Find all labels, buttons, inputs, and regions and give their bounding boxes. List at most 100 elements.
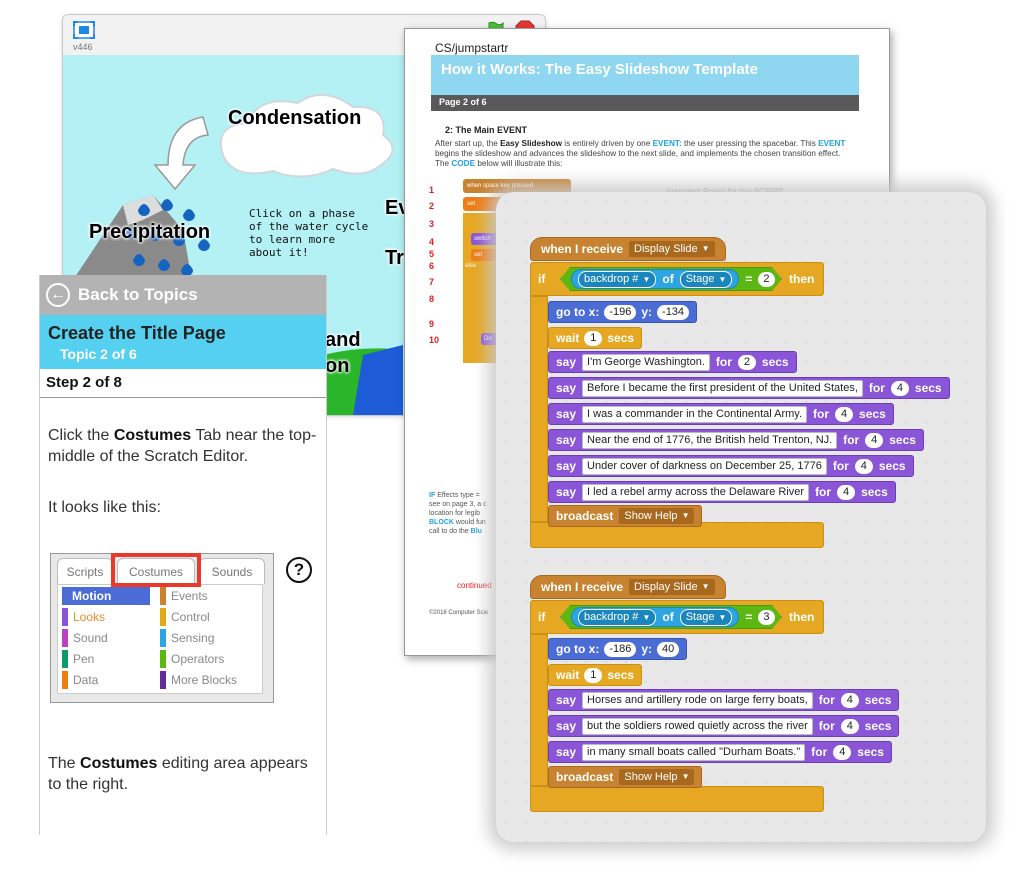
color-swatch xyxy=(62,671,68,689)
collection-label-line1[interactable]: and xyxy=(325,329,361,351)
tutorial-header: Create the Title Page Topic 2 of 6 xyxy=(40,315,326,369)
back-arrow-icon: ← xyxy=(46,283,70,307)
category-operators: Operators xyxy=(160,650,252,668)
costumes-tab-highlight xyxy=(111,553,201,587)
say-text-input[interactable]: Near the end of 1776, the British held T… xyxy=(582,431,838,449)
instruction-text: Click the Costumes Tab near the top-midd… xyxy=(48,425,320,467)
say-for-secs-block[interactable]: say I was a commander in the Continental… xyxy=(548,403,894,425)
doc-continued: continued xyxy=(457,581,492,590)
category-label: More Blocks xyxy=(171,673,238,687)
say-label: say xyxy=(556,719,577,733)
doc-important-points: Important Points for this SCRIPT: xyxy=(667,187,784,196)
wait-label: wait xyxy=(556,668,580,682)
doc-text: the user pressing the spacebar. This xyxy=(683,139,816,148)
transpiration-label[interactable]: Tr xyxy=(385,247,404,269)
wait-input[interactable]: 1 xyxy=(584,667,603,683)
say-text-input[interactable]: I'm George Washington. xyxy=(582,353,710,371)
when-i-receive-block[interactable]: when I receive Display Slide▼ xyxy=(530,237,726,261)
compare-value-input[interactable]: 3 xyxy=(758,610,774,625)
back-to-topics-button[interactable]: ← Back to Topics xyxy=(40,275,326,315)
scripts-area[interactable]: when I receive Display Slide▼ if then ba… xyxy=(496,192,986,842)
say-text-input[interactable]: in many small boats called "Durham Boats… xyxy=(582,743,806,761)
category-label: Control xyxy=(171,610,210,624)
broadcast-message-dropdown[interactable]: Show Help▼ xyxy=(619,508,695,524)
attribute-name: backdrop # xyxy=(584,610,639,623)
say-text-input[interactable]: I was a commander in the Continental Arm… xyxy=(582,405,808,423)
category-label: Data xyxy=(73,673,99,687)
outro-text: The Costumes editing area appears to the… xyxy=(48,753,320,795)
y-input[interactable]: -134 xyxy=(657,304,690,320)
stage-hint-text: Click on a phase of the water cycle to l… xyxy=(249,207,369,259)
say-for-secs-block[interactable]: say in many small boats called "Durham B… xyxy=(548,741,892,763)
say-for-secs-block[interactable]: say Horses and artillery rode on large f… xyxy=(548,689,900,711)
for-label: for xyxy=(843,433,860,447)
say-text-input[interactable]: Horses and artillery rode on large ferry… xyxy=(582,691,813,709)
hat-label: when I receive xyxy=(541,242,624,256)
backdrop-sensing-block[interactable]: backdrop #▼ of Stage▼ xyxy=(571,269,739,289)
color-swatch xyxy=(160,650,166,668)
help-icon[interactable]: ? xyxy=(286,557,312,583)
secs-input[interactable]: 4 xyxy=(833,744,852,760)
secs-input[interactable]: 4 xyxy=(840,718,859,734)
collection-label-line2[interactable]: on xyxy=(325,355,350,377)
secs-input[interactable]: 4 xyxy=(840,692,859,708)
color-swatch xyxy=(62,650,68,668)
hat-label: when I receive xyxy=(541,580,624,594)
secs-label: secs xyxy=(607,331,635,345)
wait-input[interactable]: 1 xyxy=(584,330,603,346)
precipitation-label[interactable]: Precipitation xyxy=(89,221,211,243)
x-input[interactable]: -186 xyxy=(604,641,637,657)
say-for-secs-block[interactable]: say I'm George Washington. for 2 secs xyxy=(548,351,797,373)
object-dropdown[interactable]: Stage▼ xyxy=(680,271,733,288)
step-counter: Step 2 of 8 xyxy=(46,374,122,391)
outro-bold: Costumes xyxy=(80,755,158,772)
condensation-label[interactable]: Condensation xyxy=(228,107,362,129)
secs-input[interactable]: 4 xyxy=(865,432,884,448)
say-for-secs-block[interactable]: say Under cover of darkness on December … xyxy=(548,455,914,477)
y-input[interactable]: 40 xyxy=(657,641,680,657)
go-to-xy-block[interactable]: go to x: -196 y: -134 xyxy=(548,301,698,323)
message-name: Show Help xyxy=(624,771,678,783)
broadcast-block[interactable]: broadcast Show Help▼ xyxy=(548,766,703,788)
say-text-input[interactable]: but the soldiers rowed quietly across th… xyxy=(582,717,813,735)
version-label: v446 xyxy=(73,42,93,52)
doc-keyword: EVENT xyxy=(818,139,846,148)
say-for-secs-block[interactable]: say Near the end of 1776, the British he… xyxy=(548,429,924,451)
secs-label: secs xyxy=(861,485,888,499)
go-to-xy-block[interactable]: go to x: -186 y: 40 xyxy=(548,638,688,660)
evaporation-label[interactable]: Ev xyxy=(385,197,410,219)
attribute-dropdown[interactable]: backdrop #▼ xyxy=(578,271,656,288)
fullscreen-icon[interactable] xyxy=(73,21,95,39)
doc-keyword: CODE xyxy=(451,159,476,168)
equals-operator-block[interactable]: backdrop #▼ of Stage▼ = 3 xyxy=(560,605,782,629)
attribute-dropdown[interactable]: backdrop #▼ xyxy=(578,609,656,626)
broadcast-block[interactable]: broadcast Show Help▼ xyxy=(548,505,703,527)
equals-operator-block[interactable]: backdrop #▼ of Stage▼ = 2 xyxy=(560,267,782,291)
say-text-input[interactable]: Before I became the first president of t… xyxy=(582,379,863,397)
backdrop-sensing-block[interactable]: backdrop #▼ of Stage▼ xyxy=(571,607,739,627)
x-input[interactable]: -196 xyxy=(604,304,637,320)
secs-input[interactable]: 4 xyxy=(854,458,873,474)
wait-block[interactable]: wait 1 secs xyxy=(548,664,643,686)
say-for-secs-block[interactable]: say Before I became the first president … xyxy=(548,377,950,399)
tutorial-title: Create the Title Page xyxy=(48,323,226,343)
object-dropdown[interactable]: Stage▼ xyxy=(680,609,733,626)
if-block-arm xyxy=(530,296,548,522)
secs-label: secs xyxy=(864,693,892,707)
say-text-input[interactable]: Under cover of darkness on December 25, … xyxy=(582,457,827,475)
compare-value-input[interactable]: 2 xyxy=(758,272,774,287)
wait-block[interactable]: wait 1 secs xyxy=(548,327,643,349)
say-for-secs-block[interactable]: say but the soldiers rowed quietly acros… xyxy=(548,715,900,737)
object-name: Stage xyxy=(685,272,715,285)
when-i-receive-block[interactable]: when I receive Display Slide▼ xyxy=(530,575,726,599)
say-for-secs-block[interactable]: say I led a rebel army across the Delawa… xyxy=(548,481,896,503)
say-text-input[interactable]: I led a rebel army across the Delaware R… xyxy=(582,483,810,501)
secs-input[interactable]: 2 xyxy=(737,354,756,370)
broadcast-message-dropdown[interactable]: Show Help▼ xyxy=(619,769,695,785)
message-dropdown[interactable]: Display Slide▼ xyxy=(629,579,715,595)
secs-input[interactable]: 4 xyxy=(837,484,856,500)
secs-input[interactable]: 4 xyxy=(890,380,909,396)
message-dropdown[interactable]: Display Slide▼ xyxy=(629,241,715,257)
doc-title-bar: How it Works: The Easy Slideshow Templat… xyxy=(431,55,859,95)
secs-input[interactable]: 4 xyxy=(835,406,854,422)
